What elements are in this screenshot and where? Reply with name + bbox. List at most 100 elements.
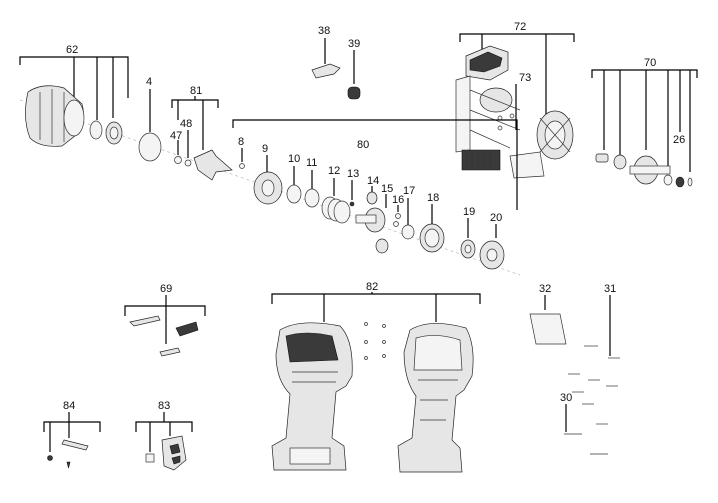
group-83: 83 bbox=[135, 400, 193, 471]
label-4: 4 bbox=[146, 76, 152, 88]
o-ring-4 bbox=[138, 132, 162, 162]
hole-2 bbox=[382, 324, 386, 328]
label-17: 17 bbox=[403, 185, 415, 197]
clip-70 bbox=[687, 177, 693, 187]
anvil-81 bbox=[193, 149, 233, 181]
controller-fins bbox=[465, 150, 491, 170]
bearing-26 bbox=[675, 176, 685, 188]
spring-39 bbox=[347, 86, 361, 100]
group-80: 80 8 9 10 11 12 13 14 15 16 bbox=[232, 119, 518, 270]
washer-70 bbox=[663, 174, 673, 186]
part-32: 32 bbox=[529, 283, 567, 345]
label-39: 39 bbox=[348, 38, 360, 50]
screw-72b bbox=[497, 125, 503, 131]
direction-switch-38 bbox=[311, 63, 341, 79]
switch-body bbox=[469, 51, 503, 73]
group-70: 70 26 bbox=[591, 57, 698, 188]
washer-11 bbox=[304, 188, 320, 208]
bracket-83 bbox=[135, 421, 193, 432]
nose-housing-opening bbox=[63, 99, 85, 137]
label-84: 84 bbox=[63, 400, 75, 412]
label-69: 69 bbox=[160, 283, 172, 295]
stator-windings bbox=[539, 117, 571, 153]
label-82: 82 bbox=[366, 281, 378, 293]
label-62: 62 bbox=[66, 44, 78, 56]
part-4: 4 bbox=[138, 76, 162, 162]
group-72: 72 73 bbox=[455, 21, 575, 179]
group-69: 69 bbox=[124, 283, 206, 357]
hole-1 bbox=[364, 322, 368, 326]
planet-gear bbox=[375, 238, 389, 254]
cover-83-buttons bbox=[169, 443, 181, 465]
spring-12c bbox=[333, 200, 351, 224]
label-38: 38 bbox=[318, 25, 330, 37]
label-48: 48 bbox=[180, 118, 192, 130]
hammer-9-bore bbox=[261, 179, 275, 197]
label-70: 70 bbox=[644, 57, 656, 69]
nameplate-32 bbox=[529, 313, 567, 345]
hole-4 bbox=[382, 340, 386, 344]
label-11: 11 bbox=[306, 157, 317, 169]
group-81: 81 48 47 bbox=[170, 85, 233, 181]
bracket-70 bbox=[591, 69, 698, 78]
ball-13 bbox=[349, 201, 355, 207]
washer-17 bbox=[401, 224, 415, 240]
label-72: 72 bbox=[514, 21, 526, 33]
screw-70 bbox=[595, 153, 609, 163]
housing-right-ribs bbox=[418, 379, 458, 421]
clip-69b bbox=[175, 321, 199, 337]
label-31: 31 bbox=[604, 283, 616, 295]
group-82: 82 bbox=[271, 281, 481, 473]
bracket-84 bbox=[43, 421, 101, 432]
group-62: 62 bbox=[19, 44, 129, 147]
housing-right-interior bbox=[413, 335, 463, 371]
housing-left-vents bbox=[292, 371, 338, 383]
bearing-14 bbox=[366, 191, 378, 205]
label-18: 18 bbox=[427, 192, 439, 204]
ball-47 bbox=[174, 156, 182, 164]
screw-72c bbox=[509, 113, 515, 119]
label-19: 19 bbox=[463, 206, 475, 218]
label-15: 15 bbox=[381, 183, 393, 195]
pin-84 bbox=[66, 461, 71, 469]
ring-gear-18-bore bbox=[424, 228, 440, 248]
gear-plate-20-bore bbox=[486, 248, 498, 262]
label-10: 10 bbox=[288, 153, 300, 165]
label-8: 8 bbox=[238, 136, 244, 148]
bracket-81 bbox=[171, 99, 219, 108]
bracket-82 bbox=[271, 293, 481, 304]
label-30: 30 bbox=[560, 392, 572, 404]
spindle-shaft bbox=[355, 214, 377, 224]
hole-5 bbox=[364, 356, 368, 360]
bearing-70a bbox=[613, 154, 627, 170]
label-73: 73 bbox=[519, 72, 531, 84]
wire-harness bbox=[455, 75, 471, 153]
label-47: 47 bbox=[170, 130, 182, 142]
pin-16 bbox=[395, 213, 401, 219]
screw-84 bbox=[47, 455, 53, 461]
clip-69a bbox=[129, 315, 161, 327]
label-13: 13 bbox=[347, 168, 359, 180]
bracket-69 bbox=[124, 305, 206, 316]
battery-slot bbox=[289, 447, 331, 465]
bracket-80 bbox=[232, 119, 518, 210]
ball-8 bbox=[239, 163, 245, 169]
label-14: 14 bbox=[367, 175, 379, 187]
label-80: 80 bbox=[357, 139, 369, 151]
label-32: 32 bbox=[539, 283, 551, 295]
screw-83 bbox=[145, 453, 155, 463]
label-26: 26 bbox=[673, 134, 685, 146]
bushing-62-hole bbox=[109, 126, 119, 140]
belt-clip-84 bbox=[61, 439, 89, 451]
clip-69c bbox=[159, 347, 181, 357]
label-81: 81 bbox=[190, 85, 202, 97]
parts-38-39: 38 39 bbox=[311, 25, 361, 100]
pin-16b bbox=[393, 221, 399, 227]
group-84: 84 bbox=[43, 400, 101, 469]
label-83: 83 bbox=[158, 400, 170, 412]
bracket-72 bbox=[459, 33, 575, 42]
hole-3 bbox=[364, 340, 368, 344]
label-9: 9 bbox=[262, 143, 268, 155]
